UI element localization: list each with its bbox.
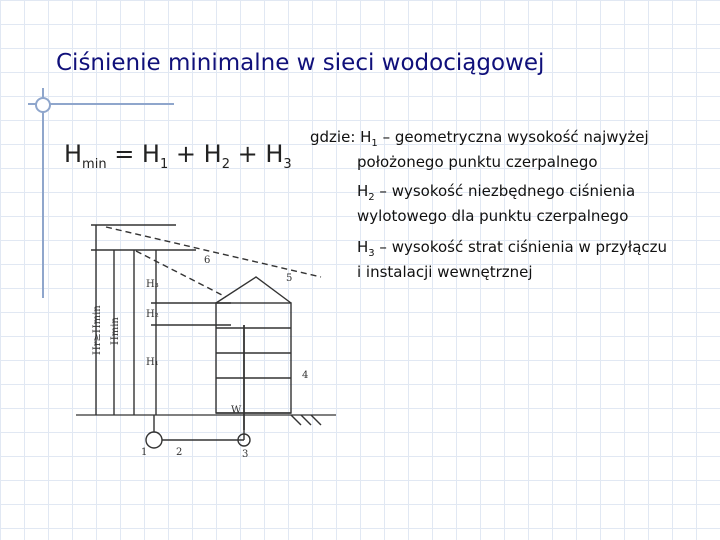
def3-line1: – wysokość strat ciśnienia w przyłączu — [374, 238, 668, 256]
label-5: 5 — [286, 273, 292, 284]
definition-h1: gdzie: H1 – geometryczna wysokość najwyż… — [310, 128, 710, 172]
def1-line1: – geometryczna wysokość najwyżej — [377, 128, 649, 146]
def2-sub: 2 — [368, 192, 375, 203]
building-body — [215, 302, 292, 414]
sketch-labels: H₃ H₂ H₁ Hmin Hr≥Hmin 1 2 3 4 5 6 W — [92, 255, 308, 460]
label-hr: Hr≥Hmin — [92, 305, 103, 355]
formula-plus1: + H — [168, 140, 222, 168]
label-4: 4 — [302, 370, 308, 381]
sketch-lines — [76, 224, 336, 449]
def2-prefix: H — [357, 182, 369, 200]
def3-sub: 3 — [368, 248, 375, 259]
def1-prefix: gdzie: H — [310, 128, 372, 146]
water-meter — [237, 433, 251, 447]
def1-sub: 1 — [371, 138, 378, 149]
label-w: W — [231, 405, 242, 416]
definition-h3: H3 – wysokość strat ciśnienia w przyłącz… — [357, 238, 697, 282]
formula-t2-sub: 2 — [221, 156, 230, 172]
hatch-2 — [300, 414, 312, 426]
def2-line1: – wysokość niezbędnego ciśnienia — [374, 182, 636, 200]
def1-line2: położonego punktu czerpalnego — [357, 153, 598, 171]
label-2: 2 — [176, 447, 182, 458]
formula: Hmin = H1 + H2 + H3 — [64, 140, 292, 172]
label-1: 1 — [141, 447, 147, 458]
hatch-3 — [310, 414, 322, 426]
label-h2: H₂ — [146, 309, 159, 320]
label-3: 3 — [242, 449, 248, 460]
left-rule — [42, 88, 44, 298]
formula-t3-sub: 3 — [283, 156, 292, 172]
main-pipe — [145, 431, 163, 449]
hatch-1 — [290, 414, 302, 426]
pressure-line-5 — [135, 250, 227, 298]
formula-plus2: + H — [229, 140, 284, 168]
title-underline — [28, 103, 174, 105]
formula-eq: = H — [106, 140, 160, 168]
building-roof — [215, 276, 292, 304]
formula-lhs-sub: min — [82, 156, 107, 172]
label-h3: H₃ — [146, 279, 159, 290]
slide-title: Ciśnienie minimalne w sieci wodociągowej — [56, 50, 545, 76]
pressure-line-6 — [105, 226, 322, 278]
definition-h2: H2 – wysokość niezbędnego ciśnienia wylo… — [357, 182, 697, 226]
rule-circle-ornament — [35, 97, 51, 113]
def2-line2: wylotowego dla punktu czerpalnego — [357, 207, 629, 225]
def3-prefix: H — [357, 238, 369, 256]
label-hmin: Hmin — [110, 317, 121, 345]
formula-t1-sub: 1 — [159, 156, 169, 172]
label-6: 6 — [204, 255, 210, 266]
formula-lhs: H — [64, 140, 83, 168]
label-h1: H₁ — [146, 357, 159, 368]
water-supply-sketch: H₃ H₂ H₁ Hmin Hr≥Hmin 1 2 3 4 5 6 W — [76, 224, 336, 460]
def3-line2: i instalacji wewnętrznej — [357, 263, 533, 281]
